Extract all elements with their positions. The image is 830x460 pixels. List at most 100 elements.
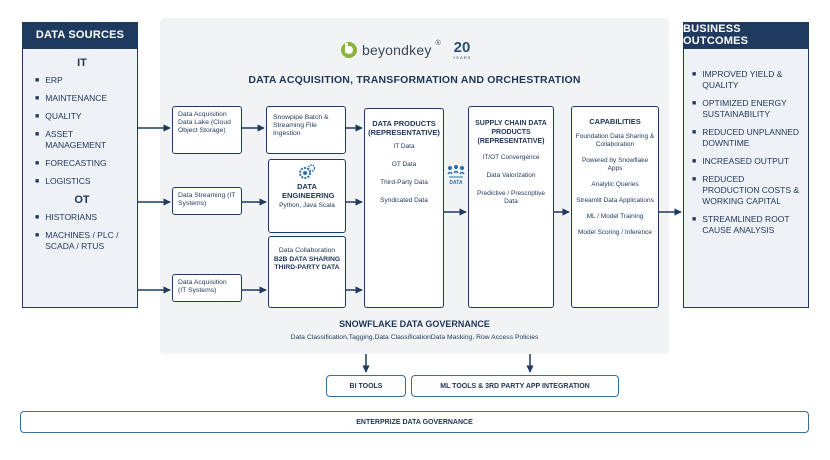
- brand-reg: ®: [435, 40, 441, 47]
- supply-chain-title: SUPPLY CHAIN DATA PRODUCTS (REPRESENTATI…: [475, 120, 547, 145]
- business-outcomes-header: BUSINESS OUTCOMES: [683, 22, 809, 48]
- outcome-item: ■ REDUCED PRODUCTION COSTS & WORKING CAPI…: [692, 174, 802, 207]
- it-source-item: ■ ASSET MANAGEMENT: [35, 129, 129, 151]
- data-streaming-text: Data Streaming (IT Systems): [178, 192, 236, 207]
- data-products-title: DATA PRODUCTS (REPRESENTATIVE): [368, 119, 440, 137]
- bullet-icon: ■: [35, 160, 40, 167]
- capability-item: ML / Model Training: [586, 213, 644, 220]
- outcome-item-label: INCREASED OUTPUT: [702, 156, 790, 166]
- bi-tools-box: BI TOOLS: [326, 375, 406, 397]
- enterprise-governance-box: ENTERPRIZE DATA GOVERNANCE: [20, 411, 809, 433]
- it-source-item-label: QUALITY: [45, 111, 82, 121]
- data-engineering-title: DATA ENGINEERING: [282, 182, 335, 200]
- diagram-title: DATA ACQUISITION, TRANSFORMATION AND ORC…: [248, 74, 581, 86]
- it-source-item: ■QUALITY: [35, 111, 129, 122]
- capability-item: Streamlit Data Applications: [576, 197, 654, 204]
- outcome-item-label: STREAMLINED ROOT CAUSE ANALYSIS: [702, 214, 790, 235]
- data-streaming-box: Data Streaming (IT Systems): [172, 187, 242, 215]
- outcome-item-label: REDUCED PRODUCTION COSTS & WORKING CAPIT…: [702, 174, 800, 206]
- bullet-icon: ■: [692, 176, 697, 183]
- it-section-label: IT: [77, 57, 87, 69]
- anniversary-number: 20: [453, 39, 471, 56]
- bullet-icon: ■: [692, 216, 697, 223]
- data-product-item: Third-Party Data: [380, 179, 428, 186]
- bullet-icon: ■: [692, 100, 697, 107]
- data-product-item: Syndicated Data: [380, 197, 428, 204]
- it-source-item-label: LOGISTICS: [45, 176, 91, 186]
- it-source-item-label: ERP: [45, 75, 63, 85]
- data-lake-box: Data Acquisition Data Lake (Cloud Object…: [172, 106, 242, 154]
- data-sources-header: DATA SOURCES: [22, 22, 138, 48]
- people-network-icon: [447, 165, 465, 178]
- capabilities-title: CAPABILITIES: [589, 117, 641, 126]
- bullet-icon: ■: [692, 129, 697, 136]
- ot-source-item: ■ HISTORIANS: [35, 212, 129, 223]
- bullet-icon: ■: [35, 95, 40, 102]
- data-product-item: OT Data: [391, 161, 417, 168]
- it-source-item: ■LOGISTICS: [35, 176, 129, 187]
- outcome-item: ■ IMPROVED YIELD & QUALITY: [692, 69, 802, 91]
- it-source-item: ■ ERP: [35, 75, 129, 86]
- data-acquisition-it-box: Data Acquisition (IT Systems): [172, 274, 242, 302]
- outcome-item: ■ OPTIMIZED ENERGY SUSTAINABILITY: [692, 98, 802, 120]
- data-sharing-icon-group: DATA: [444, 164, 468, 186]
- bullet-icon: ■: [35, 214, 40, 221]
- snowpipe-text: Snowpipe Batch & Streaming File Ingestio…: [273, 114, 329, 137]
- it-source-list: ■ERP■MAINTENANCE■QUALITY■ASSET MANAGEMEN…: [35, 75, 129, 187]
- data-collaboration-box: Data Collaboration B2B DATA SHARING THIR…: [268, 236, 346, 308]
- governance-subtitle: Data Classification,Tagging,Data Classif…: [290, 334, 539, 341]
- it-source-item: ■ MAINTENANCE: [35, 93, 129, 104]
- data-engineering-subtitle: Python, Java Scala: [279, 202, 335, 209]
- ot-source-item-label: HISTORIANS: [45, 212, 98, 222]
- supply-chain-item: Predictive / Prescriptive Data: [477, 190, 545, 205]
- data-lake-text: Data Acquisition Data Lake (Cloud Object…: [178, 111, 231, 134]
- outcome-item-label: IMPROVED YIELD & QUALITY: [702, 69, 783, 90]
- outcome-list: ■ IMPROVED YIELD & QUALITY ■ OPTIMIZED ENER…: [692, 69, 802, 236]
- anniversary-badge: 20 YEARS: [453, 40, 472, 60]
- data-product-item: IT Data: [393, 143, 415, 150]
- capability-item: Powered by Snowflake Apps: [581, 157, 649, 172]
- bullet-icon: ■: [692, 158, 697, 165]
- outcome-item: ■ INCREASED OUTPUT: [692, 156, 802, 167]
- ml-tools-box: ML TOOLS & 3RD PARTY APP INTEGRATION: [411, 375, 619, 397]
- bullet-icon: ■: [692, 71, 697, 78]
- supply-chain-item: Data Valorization: [486, 172, 536, 179]
- it-source-item-label: ASSET MANAGEMENT: [45, 129, 107, 150]
- ot-section-label: OT: [74, 194, 90, 206]
- capabilities-box: CAPABILITIES Foundation Data Sharing & C…: [571, 106, 659, 308]
- capability-item: Analytic Queries: [591, 181, 639, 188]
- outcome-item-label: OPTIMIZED ENERGY SUSTAINABILITY: [702, 98, 787, 119]
- snowpipe-box: Snowpipe Batch & Streaming File Ingestio…: [266, 106, 346, 154]
- governance-title: SNOWFLAKE DATA GOVERNANCE: [339, 319, 490, 329]
- b2b-sharing-label: B2B DATA SHARING THIRD-PARTY DATA: [273, 256, 341, 271]
- supply-chain-item: IT/OT Convergence: [482, 154, 540, 161]
- it-source-item-label: MAINTENANCE: [45, 93, 108, 103]
- supply-chain-box: SUPPLY CHAIN DATA PRODUCTS (REPRESENTATI…: [468, 106, 554, 308]
- bullet-icon: ■: [35, 77, 40, 84]
- data-collaboration-label: Data Collaboration: [278, 247, 336, 254]
- bullet-icon: ■: [35, 232, 40, 239]
- capability-item: Foundation Data Sharing & Collaboration: [575, 133, 655, 148]
- anniversary-label: YEARS: [452, 55, 472, 60]
- it-source-item: ■ FORECASTING: [35, 158, 129, 169]
- data-engineering-box: DATA ENGINEERING Python, Java Scala: [268, 159, 346, 233]
- outcome-item: ■ REDUCED UNPLANNED DOWNTIME: [692, 127, 802, 149]
- ot-source-list: ■ HISTORIANS ■ MACHINES / PLC / SCADA / RTU…: [35, 212, 129, 252]
- ot-source-item-label: MACHINES / PLC / SCADA / RTUS: [45, 230, 119, 251]
- bullet-icon: ■: [35, 131, 40, 138]
- beyondkey-logo-icon: [341, 42, 357, 58]
- brand-logo: beyondkey ® 20 YEARS: [340, 40, 471, 60]
- brand-name: beyondkey: [362, 42, 432, 58]
- gear-icon: [299, 164, 316, 179]
- outcome-item: ■ STREAMLINED ROOT CAUSE ANALYSIS: [692, 214, 802, 236]
- business-outcomes-panel: ■ IMPROVED YIELD & QUALITY ■ OPTIMIZED ENER…: [683, 48, 809, 308]
- outcome-item-label: REDUCED UNPLANNED DOWNTIME: [702, 127, 800, 148]
- ot-source-item: ■ MACHINES / PLC / SCADA / RTUS: [35, 230, 129, 252]
- it-source-item-label: FORECASTING: [45, 158, 107, 168]
- data-acquisition-it-text: Data Acquisition (IT Systems): [178, 279, 227, 294]
